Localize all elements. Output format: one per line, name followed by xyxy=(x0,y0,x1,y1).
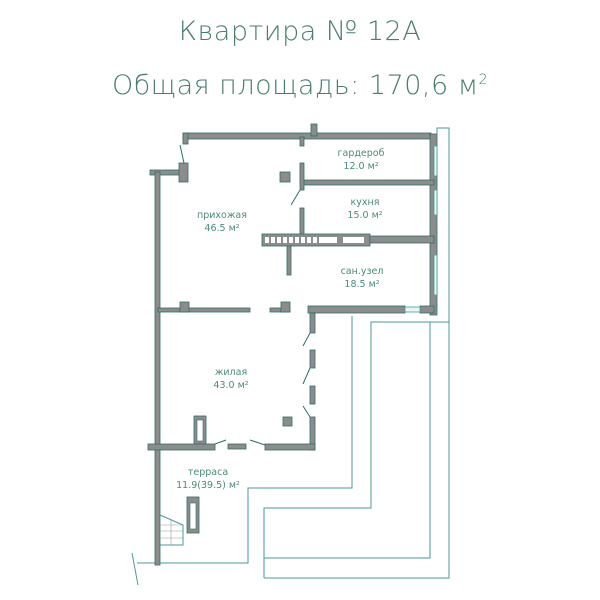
area-superscript: 2 xyxy=(478,72,489,88)
doors xyxy=(179,144,311,446)
apartment-title: Квартира № 12А xyxy=(178,16,422,47)
room-name: сан.узел xyxy=(341,266,384,277)
room-area: 46.5 м² xyxy=(204,223,239,234)
room-name: гардероб xyxy=(338,148,385,159)
room-name: кухня xyxy=(351,197,380,208)
room-label-wardrobe: гардероб 12.0 м² xyxy=(338,148,385,172)
terrace-outline xyxy=(131,127,450,586)
room-area: 43.0 м² xyxy=(213,380,248,391)
room-area: 18.5 м² xyxy=(344,279,379,290)
room-area: 12.0 м² xyxy=(343,161,378,172)
windows xyxy=(404,145,438,313)
room-label-hallway: прихожая 46.5 м² xyxy=(197,210,247,234)
room-name: жилая xyxy=(215,367,247,378)
kitchen-counter xyxy=(265,237,364,243)
room-area: 15.0 м² xyxy=(347,210,382,221)
walls xyxy=(147,123,438,566)
room-area: 11.9(39.5) м² xyxy=(176,480,240,491)
stairs xyxy=(159,514,184,546)
room-name: терраса xyxy=(188,467,228,478)
total-area: Общая площадь: 170,6 м2 xyxy=(0,70,600,101)
room-label-bathroom: сан.узел 18.5 м² xyxy=(341,266,384,290)
total-area-label: Общая площадь: 170,6 м xyxy=(111,70,479,101)
room-label-terrace: терраса 11.9(39.5) м² xyxy=(176,467,240,491)
room-name: прихожая xyxy=(197,210,247,221)
room-label-living: жилая 43.0 м² xyxy=(213,367,248,391)
room-label-kitchen: кухня 15.0 м² xyxy=(347,197,382,221)
